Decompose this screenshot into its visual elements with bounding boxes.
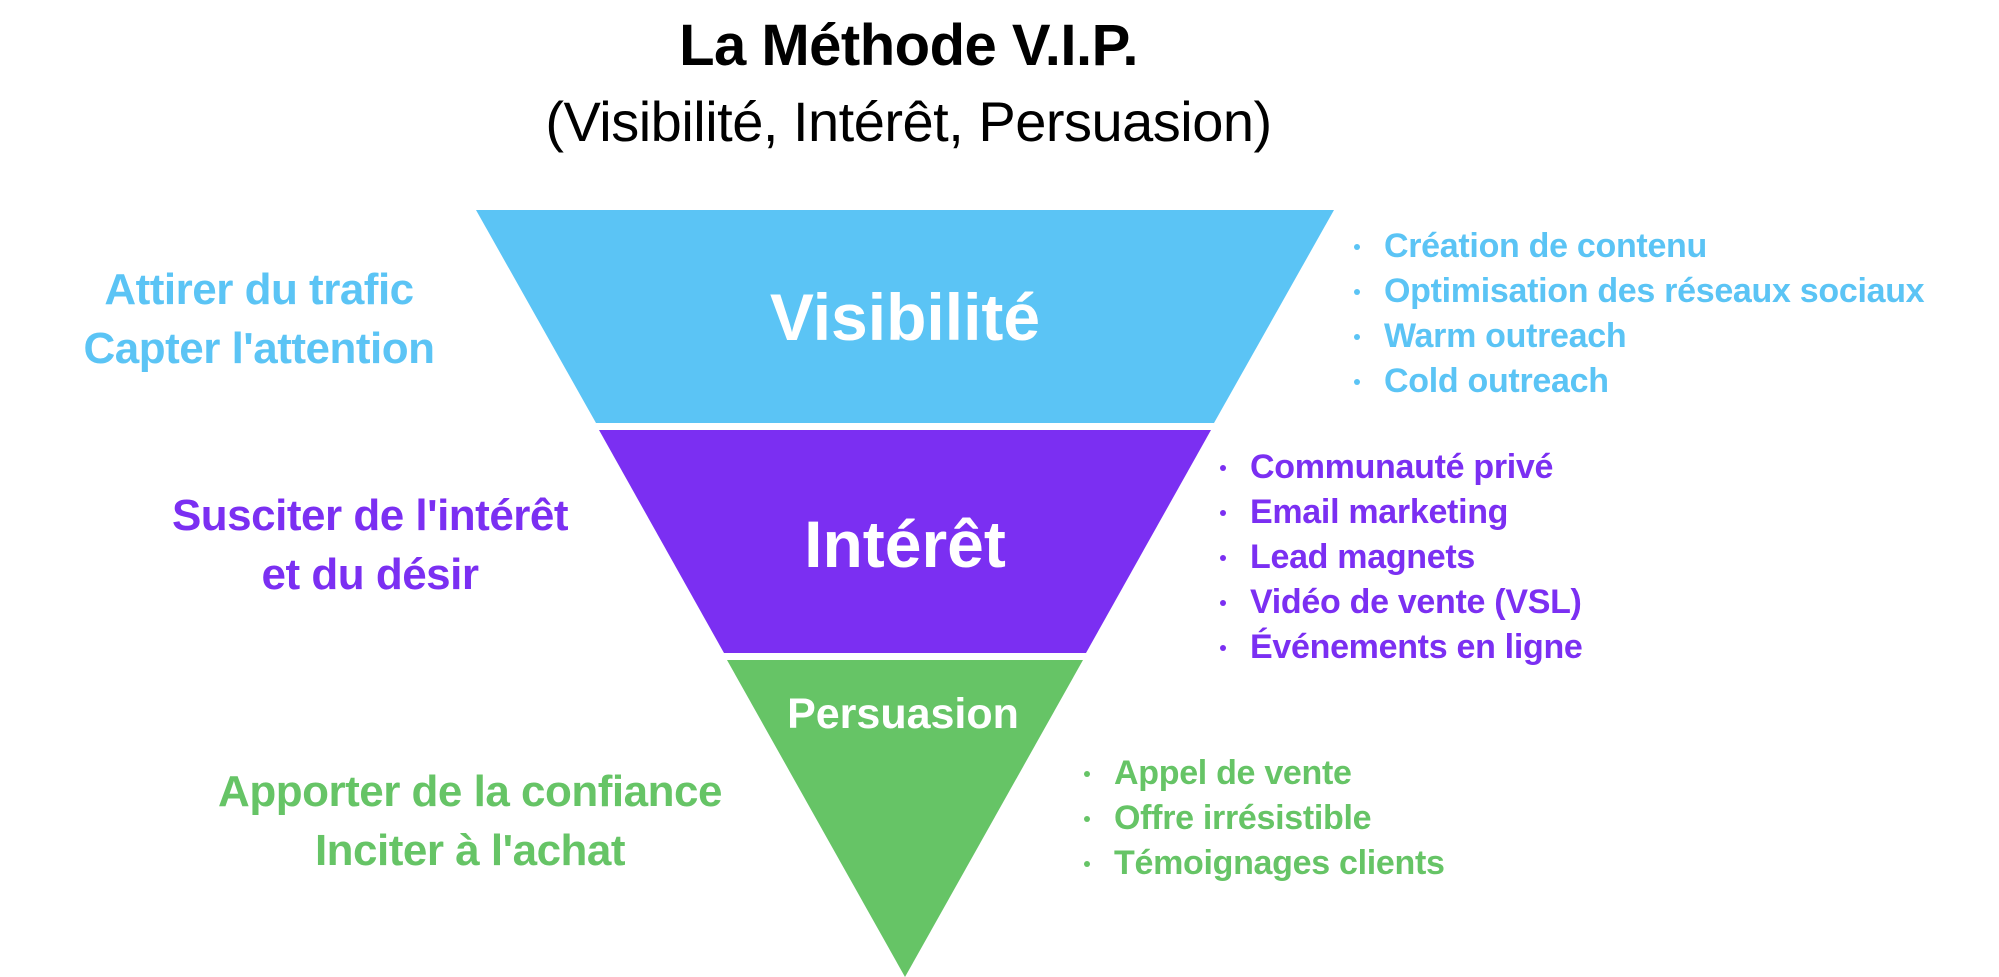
list-item: Warm outreach — [1350, 314, 1924, 359]
header: La Méthode V.I.P. (Visibilité, Intérêt, … — [0, 6, 1817, 158]
stage-label-visibilite: Visibilité — [770, 280, 1040, 354]
goal-line: Inciter à l'achat — [314, 826, 626, 875]
list-item: Communauté privé — [1216, 445, 1583, 490]
tactics-persuasion: Appel de vente Offre irrésistible Témoig… — [1080, 751, 1445, 886]
tactics-interet: Communauté privé Email marketing Lead ma… — [1216, 445, 1583, 670]
stage-label-interet: Intérêt — [804, 507, 1006, 581]
goal-visibilite: Attirer du trafic Capter l'attention — [59, 260, 459, 378]
goal-persuasion: Apporter de la confiance Inciter à l'ach… — [180, 762, 760, 880]
list-item: Lead magnets — [1216, 535, 1583, 580]
funnel-segment-interet — [599, 430, 1211, 653]
list-item: Optimisation des réseaux sociaux — [1350, 269, 1925, 314]
list-item: Cold outreach — [1350, 359, 1924, 404]
funnel-segment-persuasion — [727, 660, 1083, 977]
goal-line: Capter l'attention — [83, 324, 435, 373]
goal-interet: Susciter de l'intérêt et du désir — [135, 486, 605, 604]
list-item: Création de contenu — [1350, 224, 1924, 269]
goal-line: et du désir — [261, 550, 480, 599]
list-item: Témoignages clients — [1080, 841, 1445, 886]
tactics-visibilite: Création de contenu Optimisation des rés… — [1350, 224, 1925, 404]
list-item: Appel de vente — [1080, 751, 1445, 796]
funnel-segment-visibilite — [476, 210, 1334, 423]
list-item: Email marketing — [1216, 490, 1583, 535]
list-item: Événements en ligne — [1216, 625, 1583, 670]
goal-line: Apporter de la confiance — [218, 767, 722, 816]
goal-line: Attirer du trafic — [104, 265, 414, 314]
page-subtitle: (Visibilité, Intérêt, Persuasion) — [545, 90, 1272, 153]
page-title: La Méthode V.I.P. — [679, 13, 1138, 78]
list-item: Offre irrésistible — [1080, 796, 1445, 841]
stage-label-persuasion: Persuasion — [787, 690, 1019, 738]
list-item: Vidéo de vente (VSL) — [1216, 580, 1583, 625]
goal-line: Susciter de l'intérêt — [171, 491, 569, 540]
